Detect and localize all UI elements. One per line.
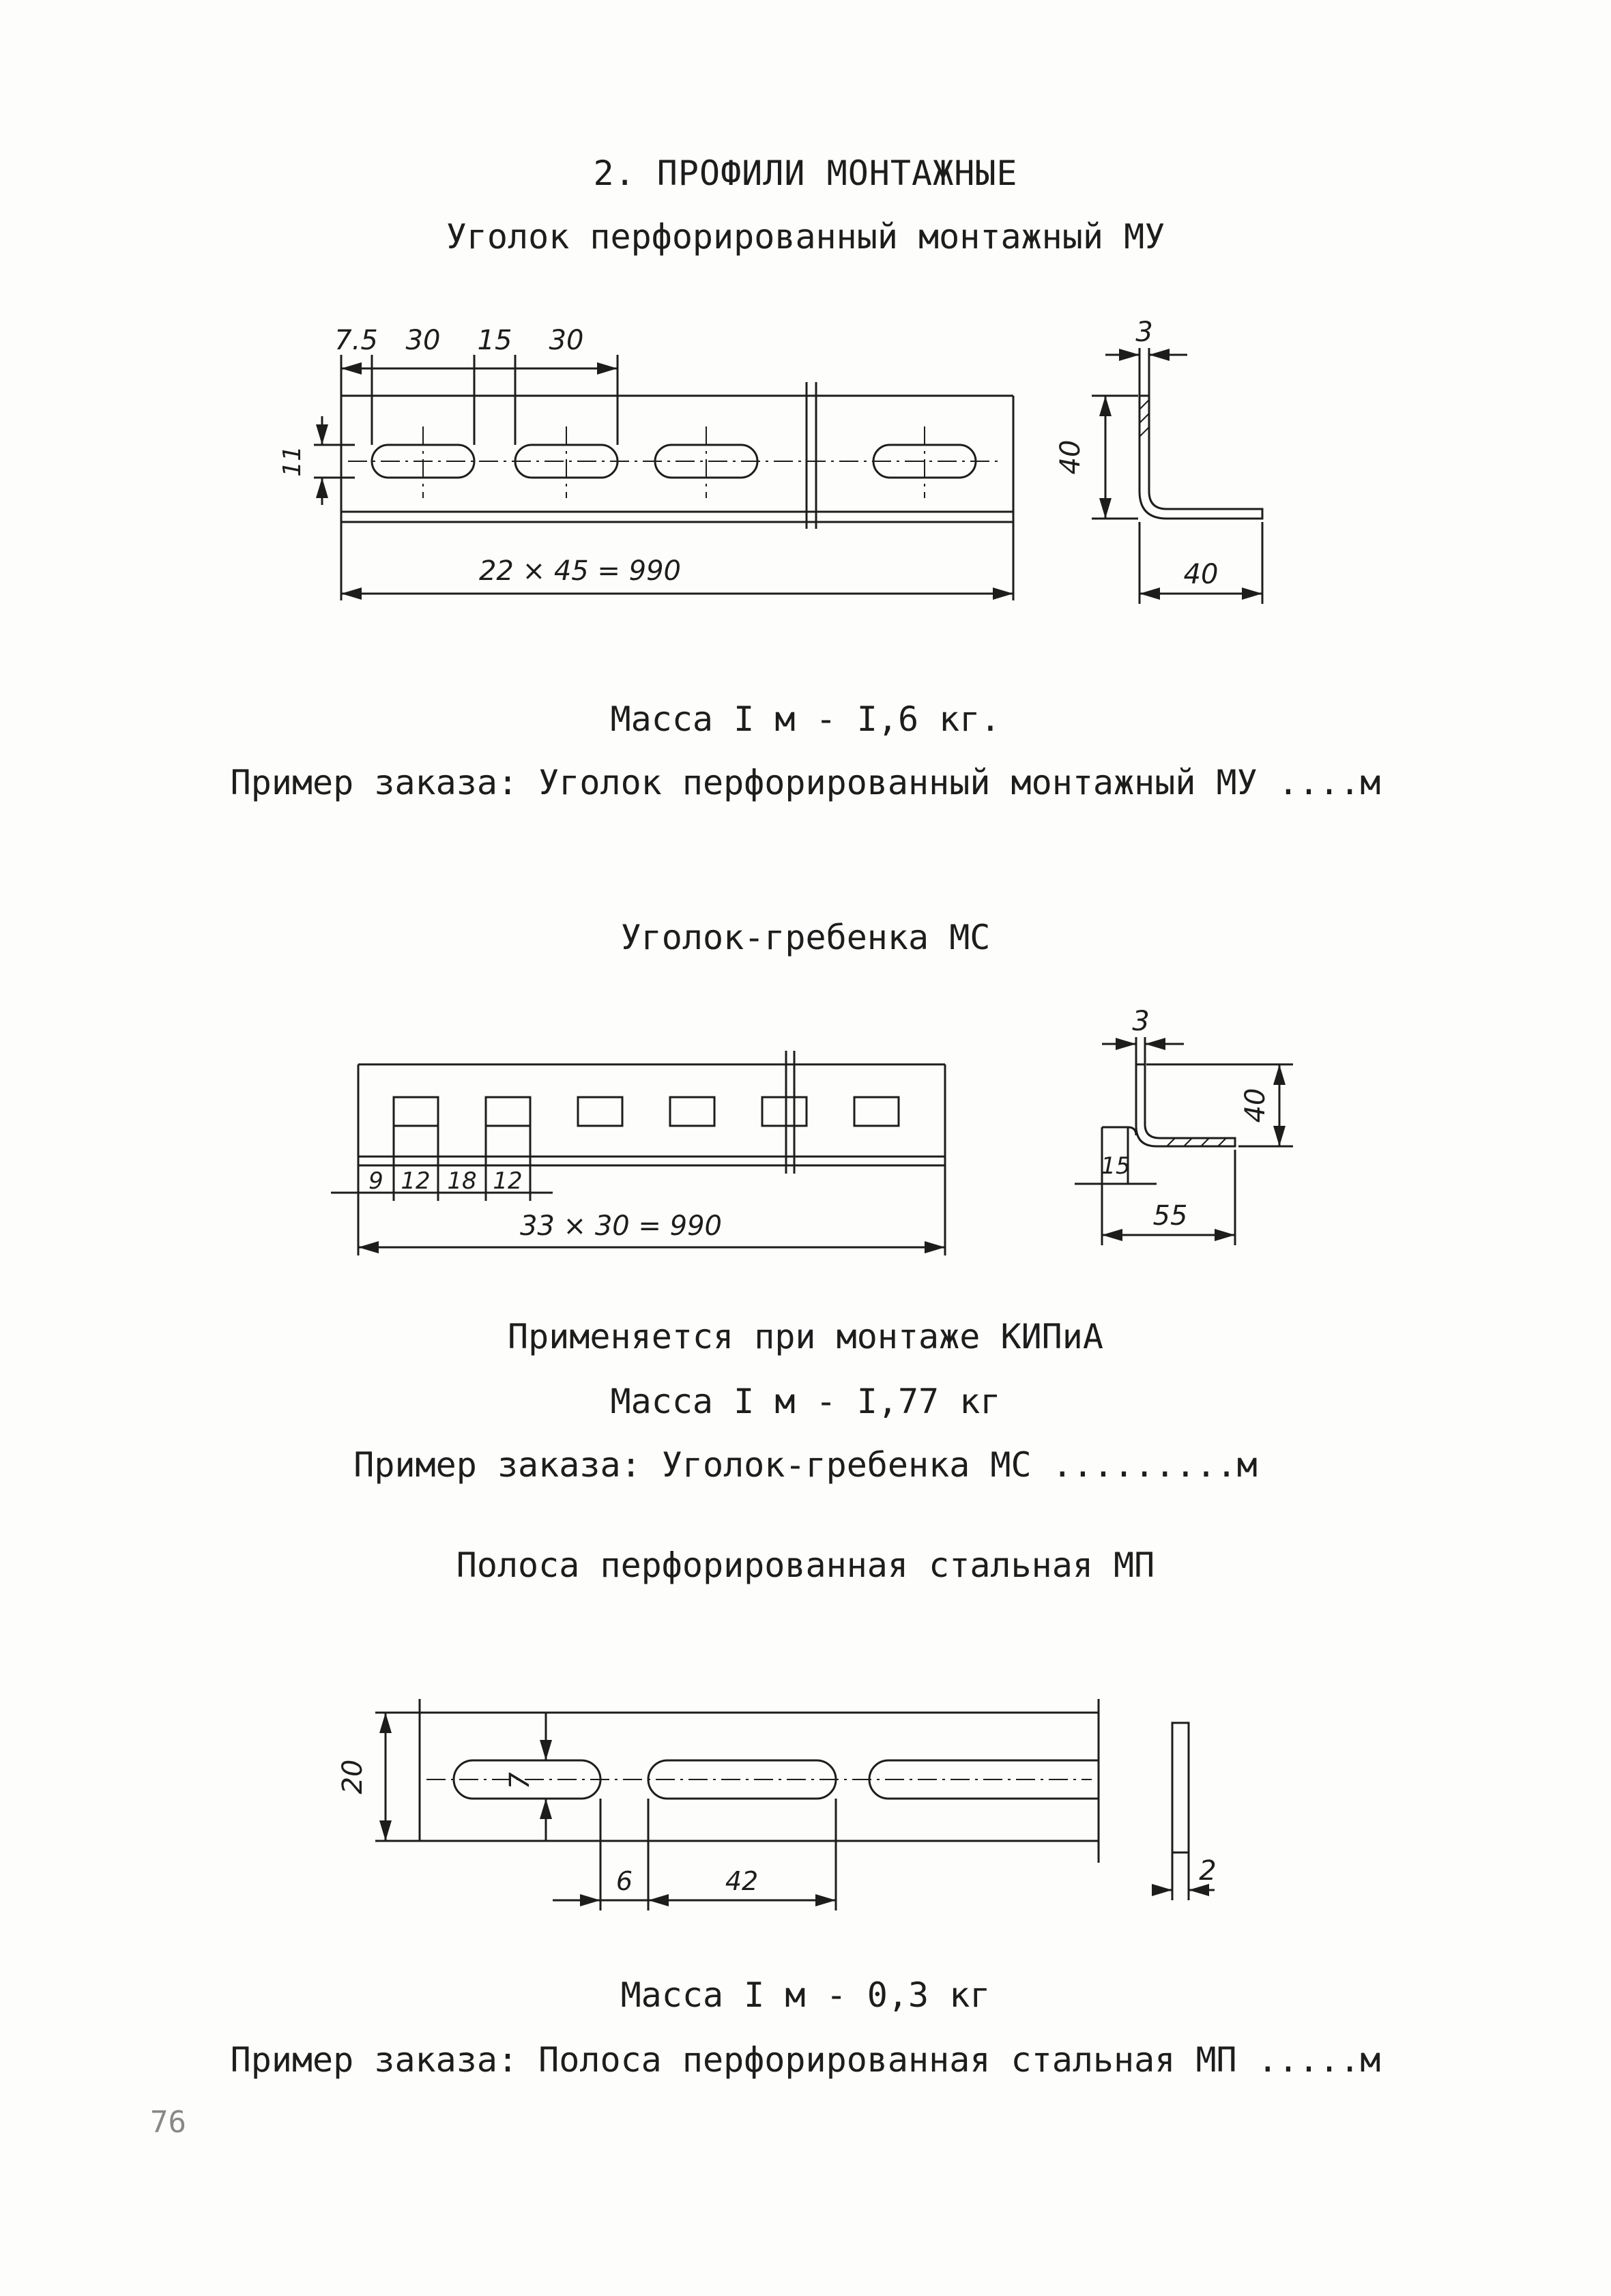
mp-dim-20: 20 <box>337 1760 368 1794</box>
mu-dim-thickness: 3 <box>1135 317 1152 348</box>
mu-section-drawing: 3 40 40 <box>1055 317 1264 604</box>
ms-section-drawing: 3 40 15 55 <box>1075 1006 1293 1245</box>
ms-order-example: Пример заказа: Уголок-гребенка МС ......… <box>353 1445 1258 1485</box>
mp-dim-7: 7 <box>504 1772 536 1790</box>
ms-dim-thickness: 3 <box>1132 1006 1149 1037</box>
section-title: 2. ПРОФИЛИ МОНТАЖНЫЕ <box>593 154 1018 193</box>
mu-dim-7-5: 7.5 <box>334 325 378 356</box>
ms-dim-15: 15 <box>1101 1152 1130 1180</box>
page-number: 76 <box>150 2105 186 2140</box>
mp-section-drawing: 2 <box>1152 1721 1217 1900</box>
ms-usage: Применяется при монтаже КИПиА <box>508 1317 1103 1356</box>
mp-front-drawing: 20 7 6 42 <box>337 1699 1100 1910</box>
ms-dim-length: 33 × 30 = 990 <box>520 1210 722 1242</box>
mu-title: Уголок перфорированный монтажный МУ <box>446 217 1165 257</box>
mu-dim-30-b: 30 <box>549 325 584 356</box>
mu-dim-length: 22 × 45 = 990 <box>479 555 681 587</box>
ms-dim-9: 9 <box>368 1167 383 1195</box>
ms-dim-12-b: 12 <box>493 1167 522 1195</box>
ms-title: Уголок-гребенка МС <box>620 918 991 957</box>
ms-dim-12-a: 12 <box>401 1167 430 1195</box>
mu-dim-height: 40 <box>1055 440 1086 475</box>
ms-dim-width: 55 <box>1153 1200 1188 1232</box>
mp-dim-2: 2 <box>1199 1855 1216 1887</box>
ms-front-drawing: 9 12 18 12 33 × 30 = 990 <box>331 1051 946 1255</box>
mp-mass: Масса I м - 0,3 кг <box>620 1975 991 2015</box>
mu-front-drawing: 7.5 30 15 30 22 × 45 = 990 11 <box>278 325 1015 600</box>
mp-dim-42: 42 <box>725 1866 758 1896</box>
mp-dim-6: 6 <box>616 1866 633 1896</box>
mp-title: Полоса перфорированная стальная МП <box>456 1545 1155 1585</box>
ms-dim-height: 40 <box>1240 1088 1271 1123</box>
mu-dim-11: 11 <box>278 446 306 477</box>
ms-dim-18: 18 <box>447 1167 476 1195</box>
mu-dim-15: 15 <box>478 325 512 356</box>
mu-mass: Масса I м - I,6 кг. <box>610 699 1001 739</box>
mu-dim-30-a: 30 <box>406 325 441 356</box>
ms-mass: Масса I м - I,77 кг <box>610 1382 1001 1421</box>
mu-dim-width: 40 <box>1184 559 1219 590</box>
mu-order-example: Пример заказа: Уголок перфорированный мо… <box>230 763 1381 802</box>
mp-order-example: Пример заказа: Полоса перфорированная ст… <box>230 2040 1381 2080</box>
